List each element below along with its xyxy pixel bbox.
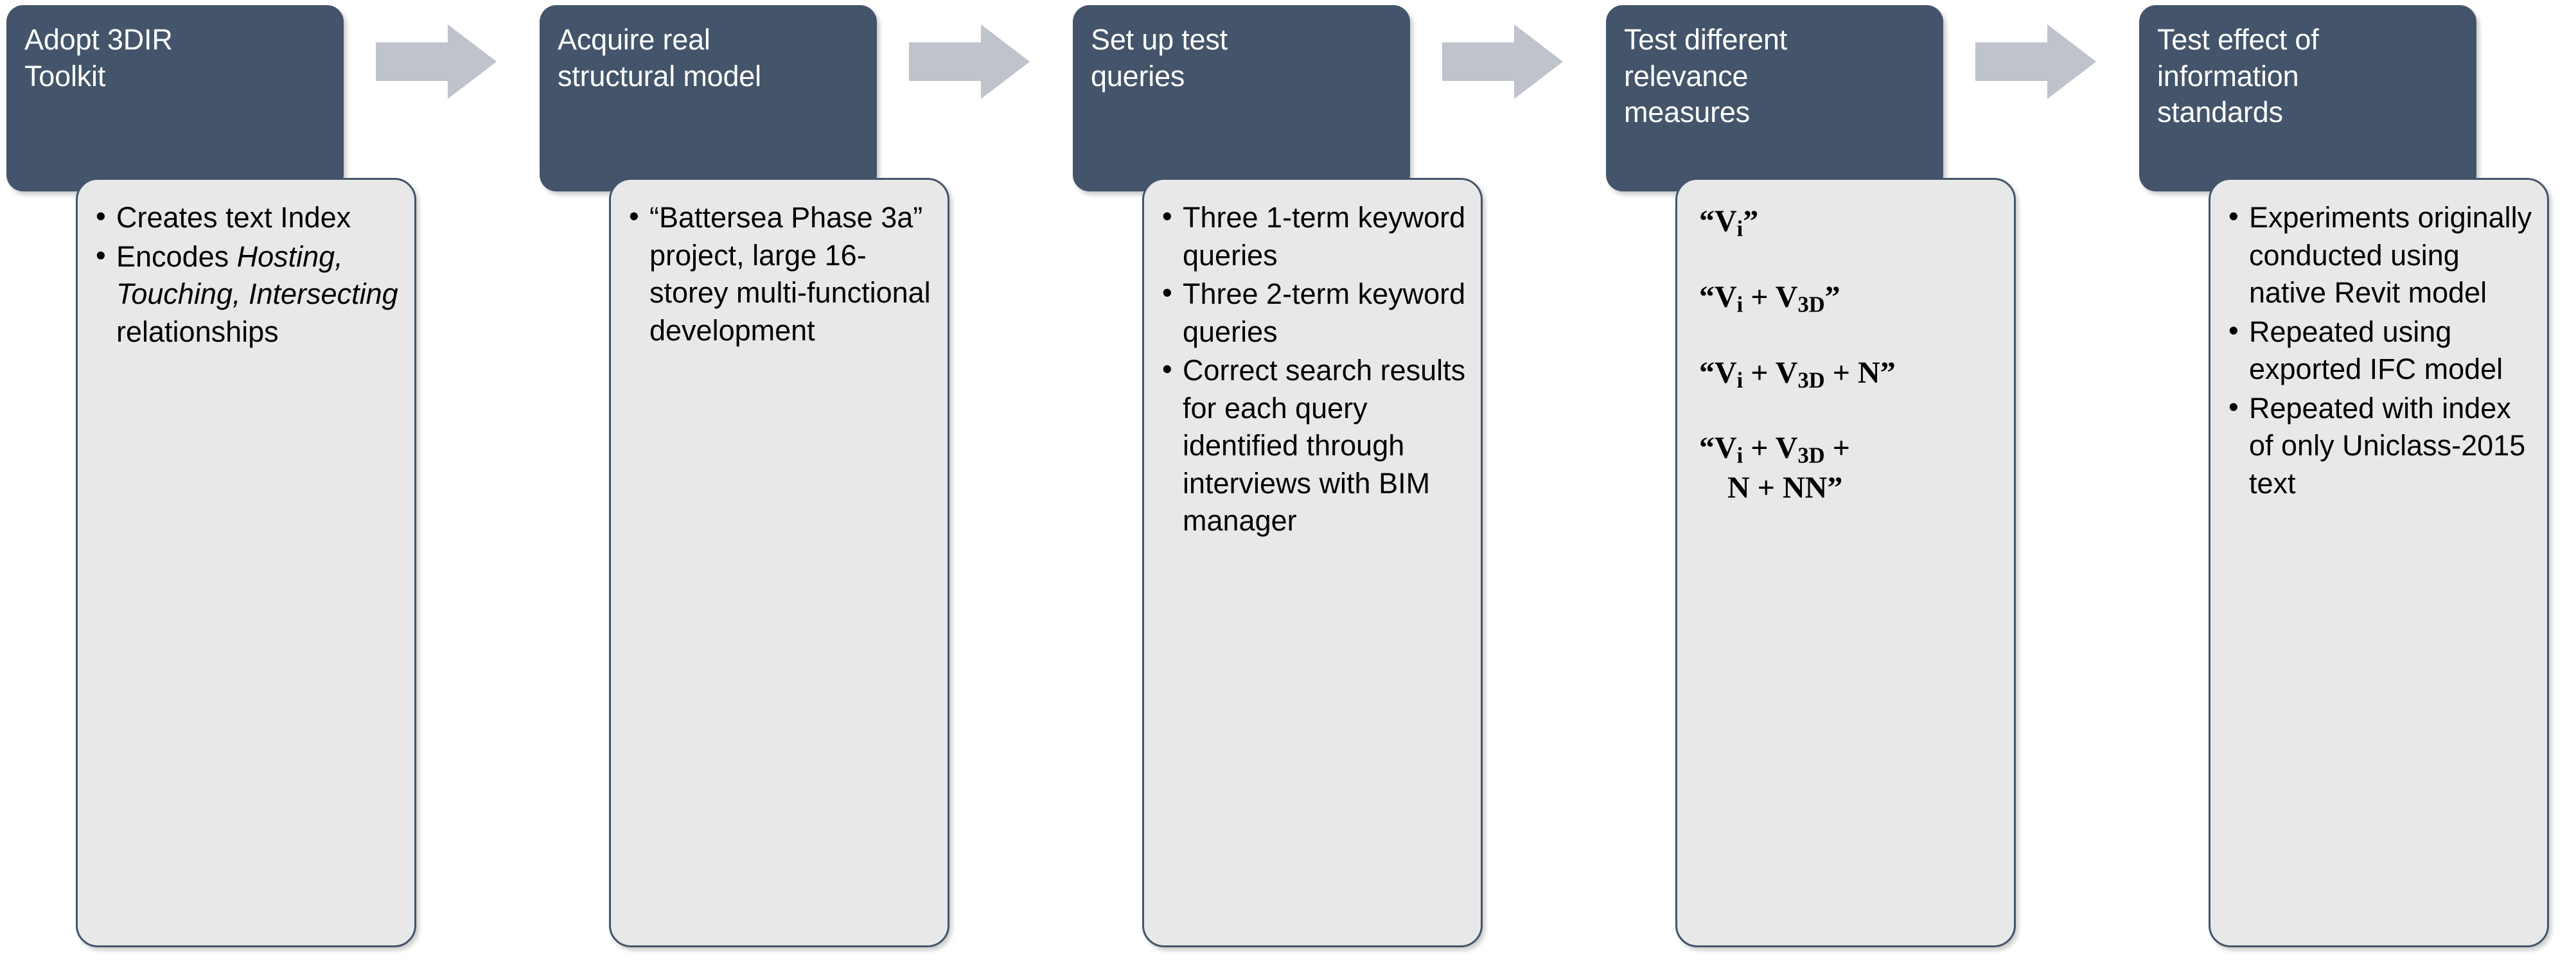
process-stage-1: Adopt 3DIR ToolkitCreates text IndexEnco… xyxy=(0,0,533,964)
stage-detail-card-1[interactable]: Creates text IndexEncodes Hosting, Touch… xyxy=(76,178,416,947)
bullet-item: Encodes Hosting, Touching, Intersecting … xyxy=(92,237,400,351)
stage-detail-card-5[interactable]: Experiments originally conducted using n… xyxy=(2209,178,2549,947)
stage-header-card-5[interactable]: Test effect of information standards xyxy=(2139,5,2476,191)
bullet-item: Repeated with index of only Uniclass-201… xyxy=(2225,389,2533,503)
stage-title-3: Set up test queries xyxy=(1091,23,1228,92)
stage-header-card-3[interactable]: Set up test queries xyxy=(1073,5,1410,191)
right-arrow-icon xyxy=(1975,23,2097,100)
relevance-measure-2: “Vi + V3D” xyxy=(1699,279,1840,317)
stage-detail-card-2[interactable]: “Battersea Phase 3a” project, large 16-s… xyxy=(609,178,949,947)
bullet-item: “Battersea Phase 3a” project, large 16-s… xyxy=(625,198,933,349)
relevance-measure-3: “Vi + V3D + N” xyxy=(1699,355,1896,393)
bullet-item: Repeated using exported IFC model xyxy=(2225,312,2533,389)
stage-header-card-2[interactable]: Acquire real structural model xyxy=(540,5,877,191)
relevance-measure-4: “Vi + V3D +N + NN” xyxy=(1699,431,1851,505)
stage-detail-card-4[interactable]: “Vi” “Vi + V3D” “Vi + V3D + N” “Vi + V3D +N… xyxy=(1675,178,2016,947)
stage-header-card-4[interactable]: Test different relevance measures xyxy=(1606,5,1943,191)
process-stage-4: Test different relevance measures“Vi”“Vi… xyxy=(1600,0,2133,964)
stage-title-4: Test different relevance measures xyxy=(1624,23,1788,129)
stage-header-card-1[interactable]: Adopt 3DIR Toolkit xyxy=(6,5,344,191)
process-stage-3: Set up test queriesThree 1-term keyword … xyxy=(1066,0,1600,964)
emphasised-text: Hosting, Touching, Intersecting xyxy=(116,240,398,311)
stage-bullet-list-5: Experiments originally conducted using n… xyxy=(2225,198,2533,503)
stage-bullet-list-1: Creates text IndexEncodes Hosting, Touch… xyxy=(92,198,400,351)
bullet-item: Three 1-term keyword queries xyxy=(1158,198,1467,274)
bullet-item: Three 2-term keyword queries xyxy=(1158,274,1467,351)
right-arrow-icon xyxy=(1442,23,1564,100)
right-arrow-icon xyxy=(376,23,498,100)
stage-bullet-list-3: Three 1-term keyword queriesThree 2-term… xyxy=(1158,198,1467,540)
stage-title-5: Test effect of information standards xyxy=(2157,23,2319,129)
stage-detail-card-3[interactable]: Three 1-term keyword queriesThree 2-term… xyxy=(1142,178,1483,947)
relevance-measure-list: “Vi” “Vi + V3D” “Vi + V3D + N” “Vi + V3D +N… xyxy=(1691,199,2000,507)
process-stage-2: Acquire real structural model “Battersea … xyxy=(533,0,1066,964)
bullet-item: Experiments originally conducted using n… xyxy=(2225,198,2533,312)
stage-title-2: Acquire real structural model xyxy=(558,23,761,92)
bullet-item: Correct search results for each query id… xyxy=(1158,351,1467,540)
stage-title-1: Adopt 3DIR Toolkit xyxy=(24,23,173,92)
process-stage-5: Test effect of information standardsExpe… xyxy=(2133,0,2576,964)
relevance-measure-1: “Vi” xyxy=(1699,204,1759,241)
bullet-item: Creates text Index xyxy=(92,198,400,237)
stage-bullet-list-2: “Battersea Phase 3a” project, large 16-s… xyxy=(625,198,933,349)
right-arrow-icon xyxy=(909,23,1031,100)
